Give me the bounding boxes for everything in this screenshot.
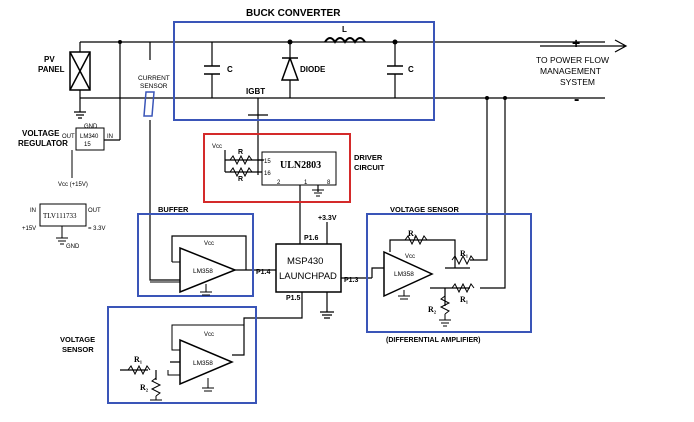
- p13-label: P1.3: [344, 277, 359, 284]
- current-sensor-label-2: SENSOR: [140, 83, 168, 90]
- p15-label: P1.5: [286, 295, 301, 302]
- launchpad-label: LAUNCHPAD: [279, 271, 337, 282]
- resistor-r1-left-icon: [127, 364, 151, 376]
- current-sensor-icon: [143, 91, 155, 117]
- r2-bottom-label: R₂: [428, 305, 437, 314]
- driver-label-2: CIRCUIT: [354, 163, 385, 172]
- pfm-label-3: SYSTEM: [560, 77, 595, 87]
- vcc-15-label: Vᴄᴄ (+15V): [58, 182, 88, 188]
- pv-label-2: PANEL: [38, 65, 65, 74]
- pv-panel-icon: [69, 51, 91, 91]
- in-pin-label: IN: [107, 134, 113, 140]
- pin8-label: 8: [327, 180, 331, 186]
- voltage-sensor-right-box: [366, 213, 532, 333]
- gnd-pin-label: GND: [84, 124, 98, 130]
- msp430-label: MSP430: [287, 256, 323, 267]
- driver-label-1: DRIVER: [354, 153, 383, 162]
- resistor-driver-2-icon: [229, 166, 253, 178]
- resistor-r2-top-icon: [404, 234, 428, 246]
- p16-label: P1.6: [304, 235, 319, 242]
- plus-terminal-label: +: [572, 35, 580, 51]
- tlv-label: TLV111733: [43, 212, 77, 220]
- buck-converter-box: [173, 21, 435, 121]
- pin16-label: 16: [264, 171, 271, 177]
- capacitor-right-icon: [387, 65, 403, 75]
- igbt-label: IGBT: [246, 87, 265, 96]
- p14-label: P1.4: [256, 269, 271, 276]
- vcc-driver-label: Vᴄᴄ: [212, 144, 222, 150]
- vcc-left-label: Vᴄᴄ: [204, 332, 214, 338]
- output-arrow: [540, 39, 628, 53]
- resistor-r2-left-icon: [150, 377, 162, 397]
- lm358-diff-label: LM358: [394, 271, 414, 278]
- pin2-label: 2: [277, 180, 281, 186]
- tlv-out-label: OUT: [88, 208, 101, 214]
- uln2803-label: ULN2803: [280, 160, 321, 171]
- tlv-15v-label: +15V: [22, 226, 36, 232]
- msp430-box: [275, 243, 342, 293]
- cap-left-label: C: [227, 65, 233, 74]
- tlv-box: [39, 203, 87, 227]
- voltage-regulator-label-2: REGULATOR: [18, 139, 68, 148]
- voltage-regulator-label-1: VOLTAGE: [22, 129, 60, 138]
- buffer-label: BUFFER: [158, 205, 189, 214]
- diode-icon: [280, 55, 300, 81]
- r1-bottom-label: R₁: [460, 295, 469, 304]
- voltage-sensor-right-label: VOLTAGE SENSOR: [390, 205, 459, 214]
- opamp-diff-icon: [383, 250, 434, 298]
- inductor-label: L: [342, 25, 347, 34]
- resistor-r1-top-icon: [451, 254, 475, 266]
- resistor-driver-1-icon: [229, 154, 253, 166]
- resistor-2-label: R: [238, 176, 243, 183]
- lm340-num-label: 15: [84, 142, 91, 148]
- lm358-left-label: LM358: [193, 360, 213, 367]
- vcc-diff-label: Vᴄᴄ: [405, 254, 415, 260]
- lm340-label: LM340: [80, 134, 99, 140]
- vcc-buffer-label: Vᴄᴄ: [204, 241, 214, 247]
- resistor-1-label: R: [238, 149, 243, 156]
- driver-circuit-box: [203, 133, 351, 203]
- voltage-sensor-left-label-2: SENSOR: [62, 345, 94, 354]
- opamp-left-sensor-icon: [179, 338, 234, 386]
- inductor-icon: [324, 37, 366, 44]
- current-sensor-label-1: CURRENT: [138, 75, 170, 82]
- resistor-r2-bottom-icon: [439, 295, 451, 315]
- r1-left-label: R₁: [134, 355, 143, 364]
- pin15-label: 15: [264, 159, 271, 165]
- pfm-label-1: TO POWER FLOW: [536, 55, 609, 65]
- opamp-buffer-icon: [179, 246, 238, 294]
- pv-label-1: PV: [44, 55, 55, 64]
- voltage-sensor-left-box: [107, 306, 257, 404]
- pin1-label: 1: [304, 180, 308, 186]
- plus33-label: +3.3V: [318, 215, 337, 222]
- buck-converter-title: BUCK CONVERTER: [246, 8, 341, 19]
- buffer-box: [137, 213, 254, 297]
- capacitor-left-icon: [204, 65, 220, 75]
- voltage-sensor-left-label-1: VOLTAGE: [60, 335, 95, 344]
- diode-label: DIODE: [300, 65, 326, 74]
- r2-left-label: R₂: [140, 383, 149, 392]
- lm340-box: [75, 127, 105, 151]
- resistor-r1-bottom-icon: [451, 282, 475, 294]
- lm358-buffer-label: LM358: [193, 268, 213, 275]
- out-pin-label: OUT: [62, 134, 75, 140]
- tlv-33v-label: = 3.3V: [88, 226, 106, 232]
- pfm-label-2: MANAGEMENT: [540, 66, 601, 76]
- uln2803-box: [261, 151, 337, 186]
- tlv-in-label: IN: [30, 208, 36, 214]
- r1-top-label: R₁: [460, 249, 469, 258]
- cap-right-label: C: [408, 65, 414, 74]
- r2-top-label: R₂: [408, 229, 417, 238]
- diff-amp-label: (DIFFERENTIAL AMPLIFIER): [386, 337, 481, 344]
- minus-terminal-label: -: [574, 91, 579, 108]
- tlv-gnd-label: GND: [66, 244, 80, 250]
